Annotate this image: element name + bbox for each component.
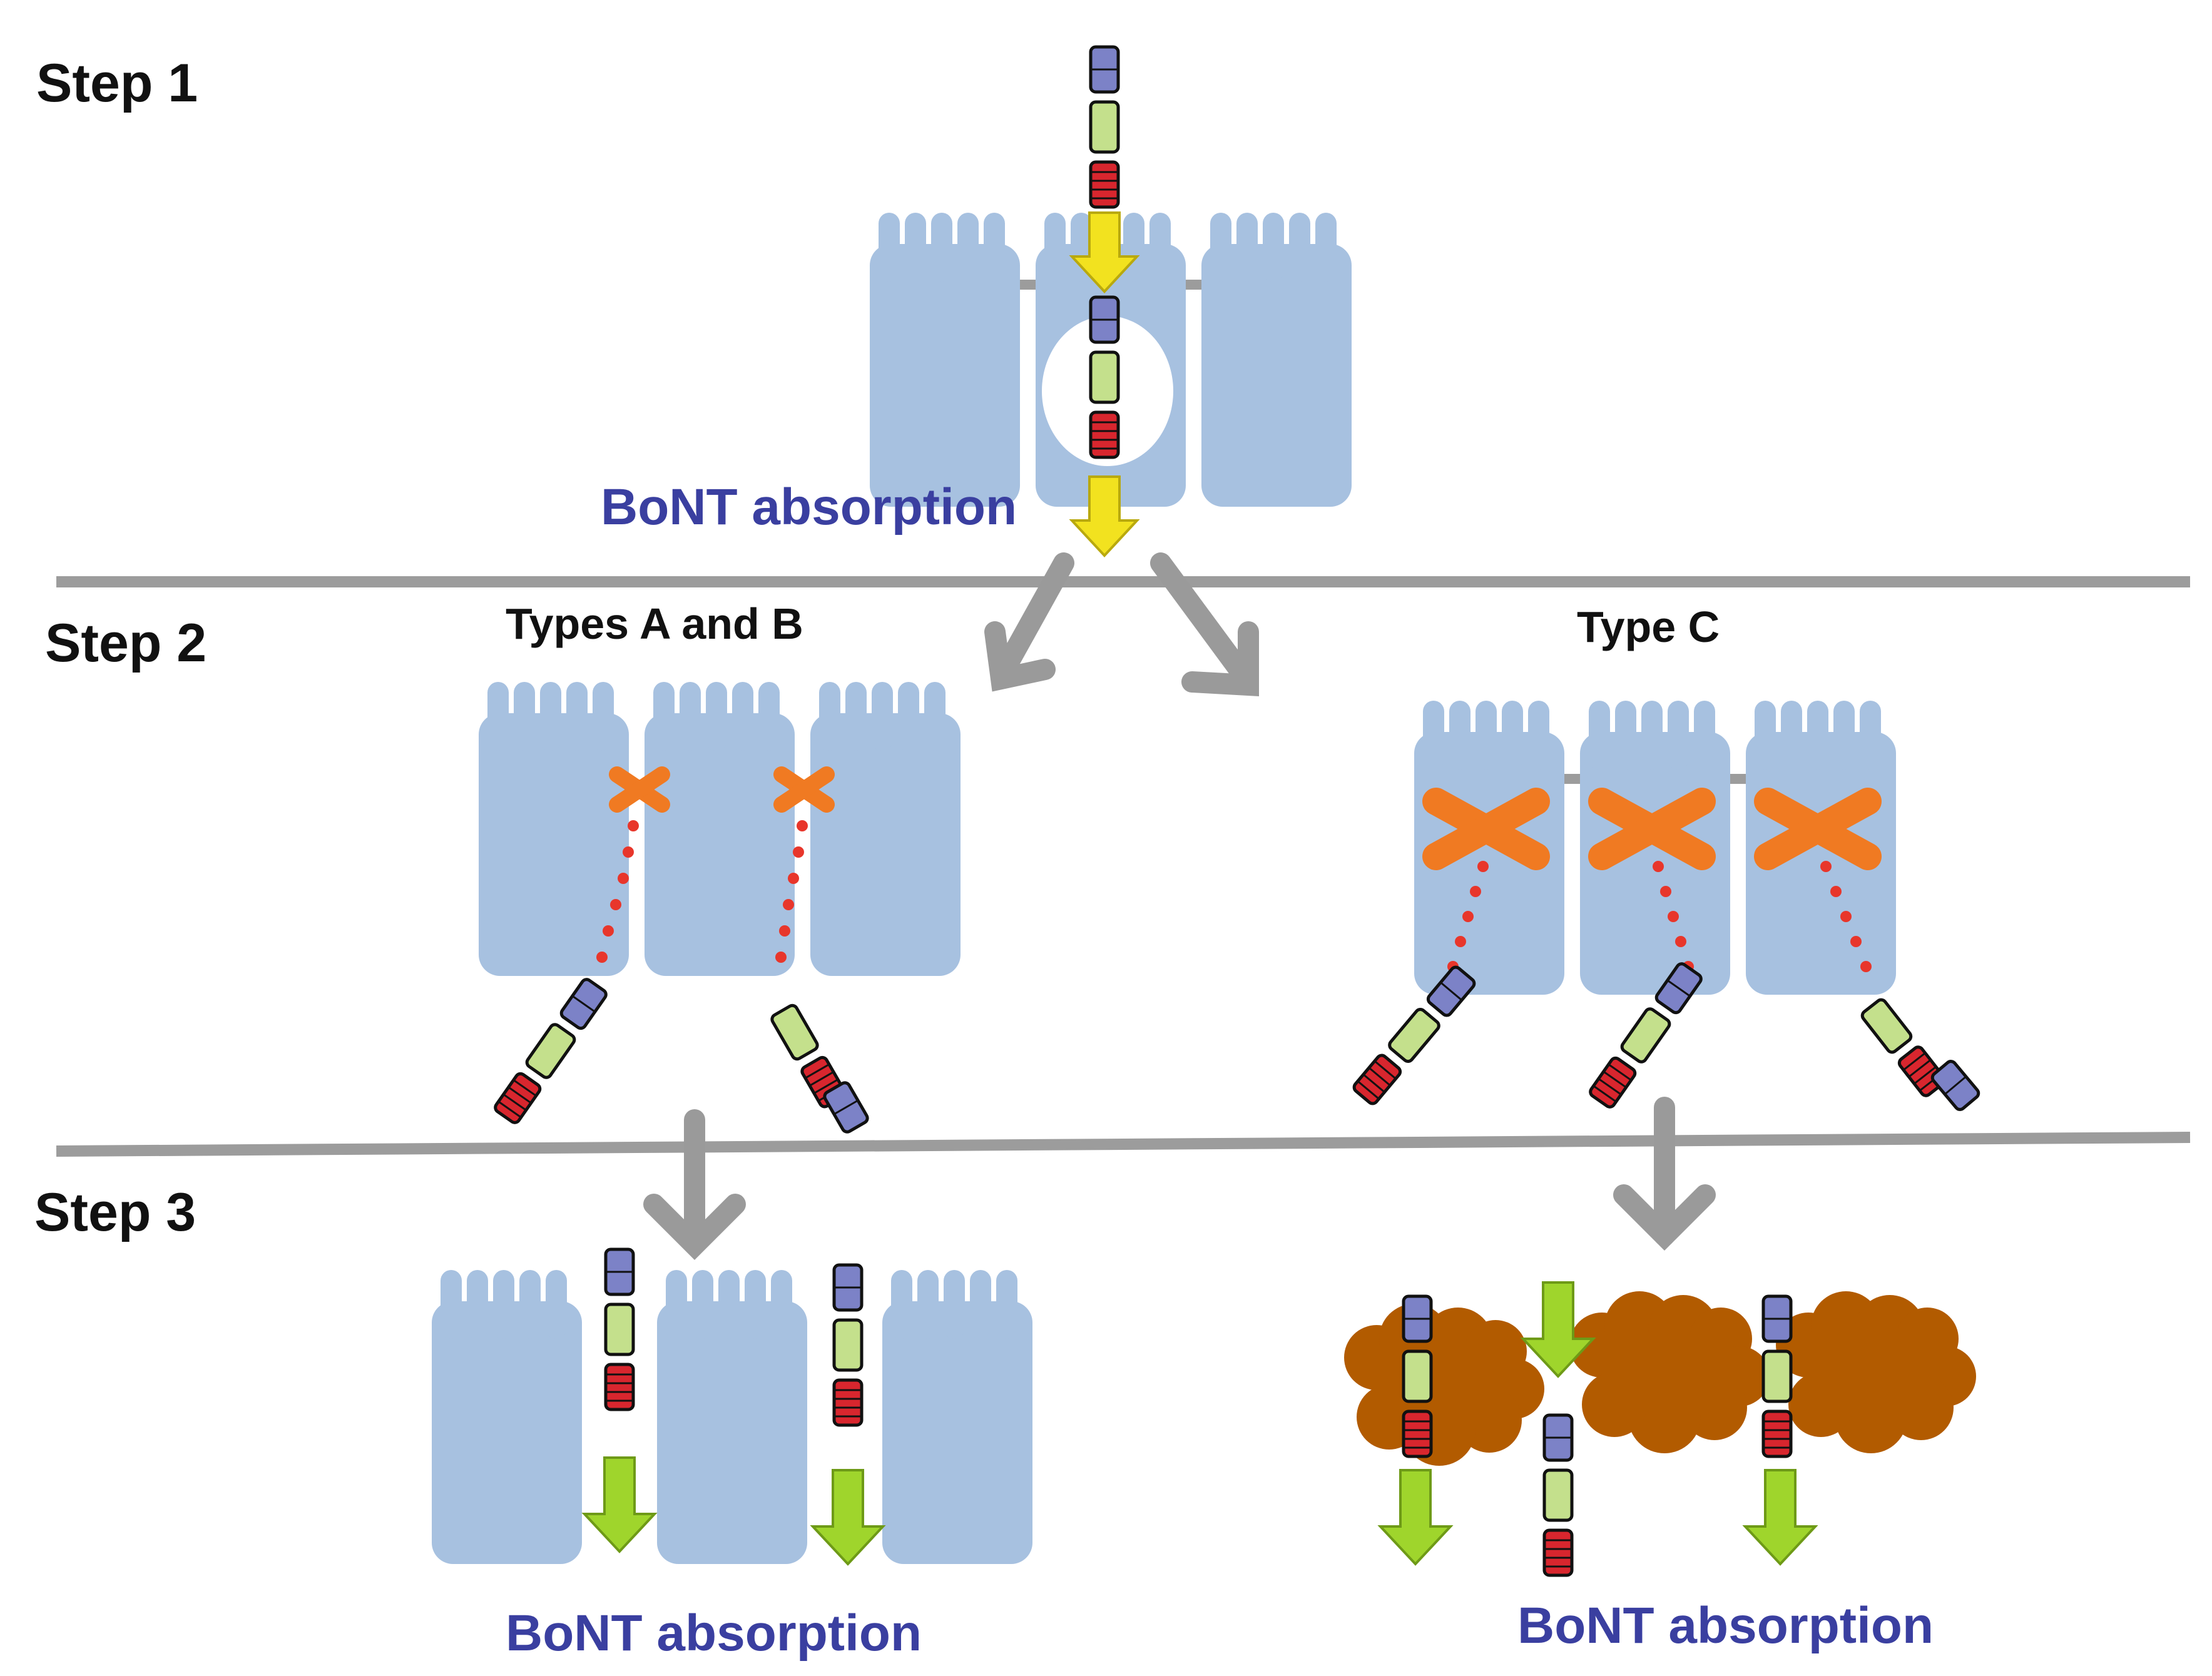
step3-ab-absorption-label: BoNT absorption — [506, 1605, 922, 1662]
step3-c-toxin-2 — [1544, 1415, 1572, 1575]
types-ab-heading: Types A and B — [506, 599, 803, 648]
step3-ab-toxin-left — [606, 1249, 633, 1409]
step3-ab-toxin-right — [834, 1265, 862, 1425]
step3-ab-arrow-left — [583, 1456, 656, 1553]
step3-c-arrow-left — [1379, 1469, 1452, 1565]
step2-ab-toxin-left — [494, 978, 608, 1125]
step2-ab-epithelium — [479, 682, 961, 976]
step1-toxin-entering — [1091, 47, 1118, 207]
type-c-heading: Type C — [1577, 602, 1720, 651]
step-1-label: Step 1 — [36, 53, 198, 113]
step3-ab-arrow-right — [812, 1469, 884, 1565]
step1-absorption-label: BoNT absorption — [601, 479, 1017, 536]
step2-c-epithelium — [1414, 701, 1896, 995]
down-arrow-ab — [643, 1109, 746, 1261]
step3-c-toxin-1 — [1404, 1296, 1431, 1456]
branch-arrow-left — [984, 552, 1074, 692]
branch-arrow-right — [1150, 552, 1259, 696]
step1-toxin-vesicle — [1091, 297, 1118, 457]
step3-ab-epithelium — [432, 1270, 1032, 1564]
step-3-label: Step 3 — [34, 1182, 196, 1242]
divider-2 — [56, 1132, 2191, 1157]
step-2-label: Step 2 — [45, 613, 207, 673]
step2-ab-dotted-paths — [596, 820, 808, 963]
step2-c-toxin-1 — [1352, 965, 1476, 1105]
step3-c-toxin-3 — [1763, 1296, 1791, 1456]
step3-c-arrow-right — [1744, 1469, 1817, 1565]
down-arrow-c — [1613, 1097, 1716, 1251]
step3-c-absorption-label: BoNT absorption — [1517, 1597, 1934, 1654]
step3-c-damaged-cells — [1344, 1291, 1976, 1466]
